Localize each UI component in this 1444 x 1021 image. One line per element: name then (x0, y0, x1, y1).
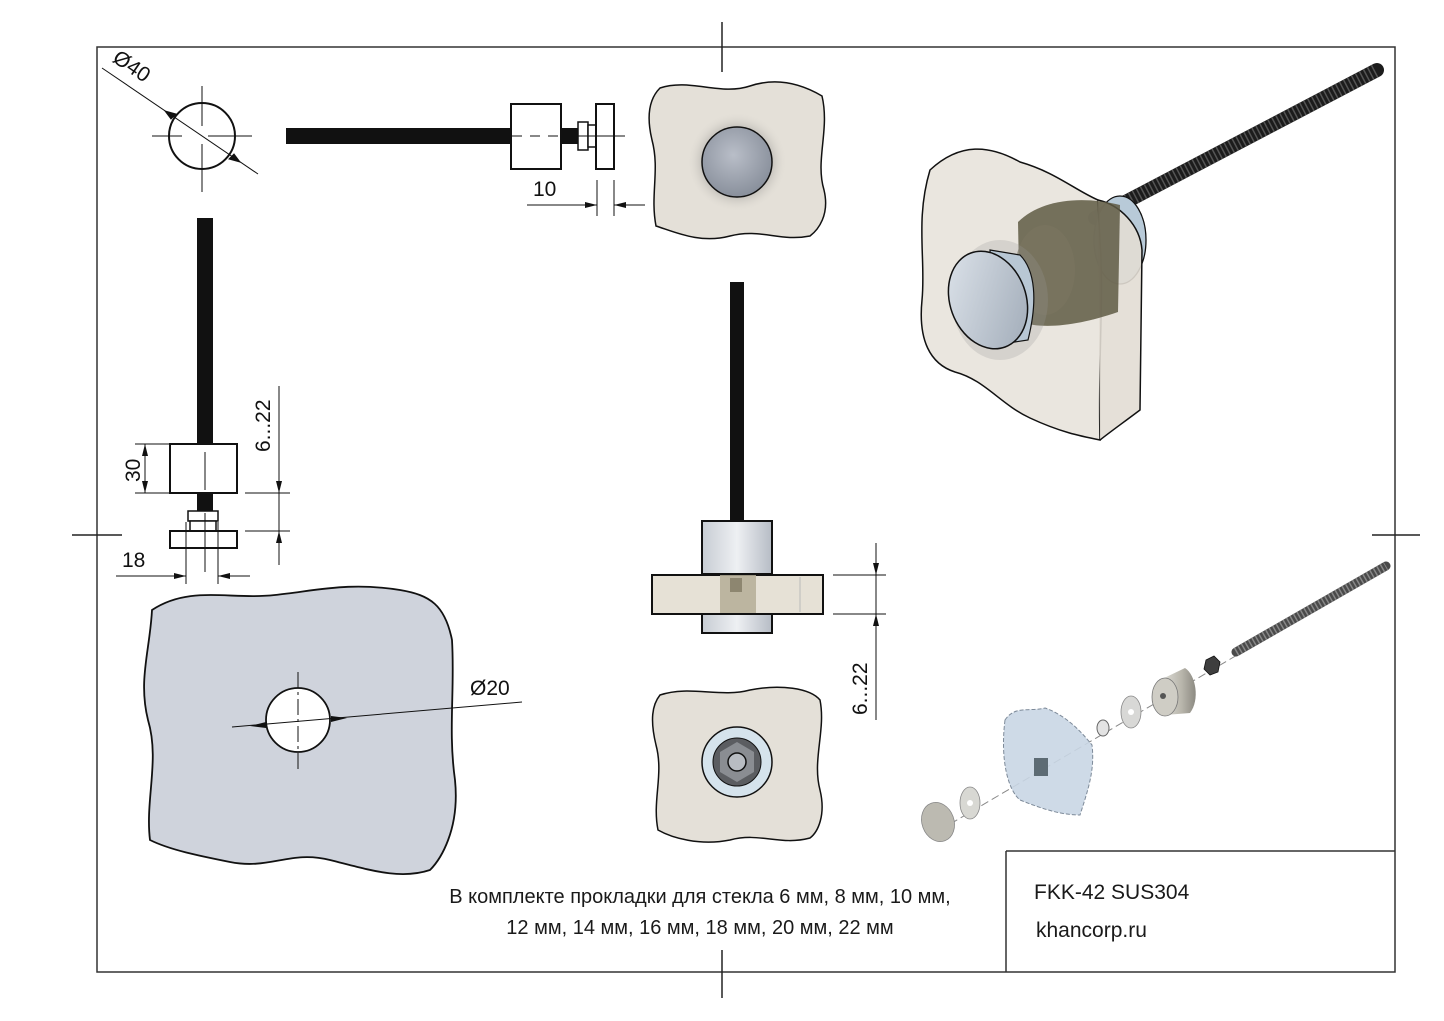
dim-hole-diameter: Ø20 (470, 677, 510, 700)
dim-body-height: 30 (122, 459, 145, 482)
gasket-note: В комплекте прокладки для стекла 6 мм, 8… (380, 882, 1020, 944)
website-label: khancorp.ru (1036, 919, 1147, 942)
title-block: FKK-42 SUS304 khancorp.ru (1006, 851, 1395, 972)
gasket-note-line-2: 12 мм, 14 мм, 16 мм, 18 мм, 20 мм, 22 мм (506, 917, 894, 939)
side-view-horizontal: 10 (286, 103, 645, 216)
section-view-assembled: 6...22 (651, 282, 886, 720)
glass-panel-rear-with-nut (651, 686, 823, 843)
glass-panel-with-hole: Ø20 (143, 585, 523, 876)
dim-diameter-40: Ø40 (109, 46, 155, 87)
side-view-vertical: 18 30 6...22 (116, 218, 290, 584)
gasket-note-line-1: В комплекте прокладки для стекла 6 мм, 8… (449, 886, 951, 908)
drawing-frame (72, 22, 1420, 998)
glass-panel-front-with-cap (648, 81, 827, 240)
dim-spacer-width: 18 (122, 549, 145, 572)
dim-cap-thickness: 10 (533, 178, 556, 201)
isometric-assembled (920, 63, 1384, 441)
front-view-circle: Ø40 (101, 46, 259, 192)
product-title: FKK-42 SUS304 (1034, 881, 1190, 904)
dim-glass-range-side: 6...22 (252, 399, 275, 452)
dim-glass-range-front: 6...22 (849, 662, 872, 715)
exploded-view (921, 561, 1391, 842)
